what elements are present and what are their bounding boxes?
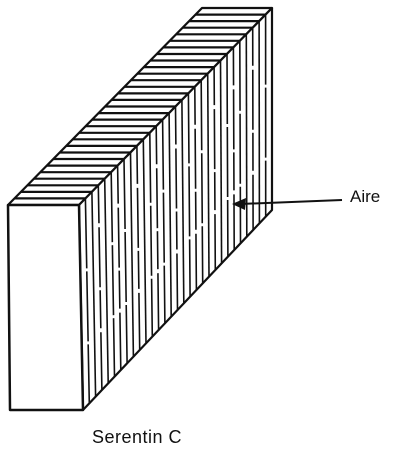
side-stripe xyxy=(103,178,109,384)
side-stripe xyxy=(232,47,235,251)
side-stripe xyxy=(187,93,191,297)
pointer-line xyxy=(239,199,343,205)
side-stripe xyxy=(168,113,172,317)
side-stripe xyxy=(239,40,242,244)
side-stripe xyxy=(97,185,103,391)
side-stripe xyxy=(84,198,91,404)
side-stripe xyxy=(136,145,141,351)
figure-caption: Serentin C xyxy=(92,427,183,447)
side-stripe xyxy=(174,106,179,311)
side-stripe xyxy=(200,80,204,284)
block-front-face xyxy=(6,203,85,412)
top-face-stripes xyxy=(14,13,266,200)
side-stripe xyxy=(110,172,116,377)
side-stripe xyxy=(194,86,198,291)
side-stripe xyxy=(161,119,166,324)
side-stripe xyxy=(123,158,128,364)
side-stripe xyxy=(142,139,147,344)
side-stripe xyxy=(245,34,248,237)
side-stripe xyxy=(213,67,217,271)
aire-label: Aire xyxy=(350,187,381,206)
side-stripe xyxy=(181,99,185,304)
side-stripe xyxy=(226,53,229,257)
pointer-arrowhead xyxy=(232,198,246,210)
side-stripe xyxy=(149,132,154,337)
side-stripe xyxy=(219,60,223,264)
side-stripe xyxy=(91,191,97,397)
side-stripe xyxy=(155,126,160,331)
side-stripe xyxy=(129,152,135,357)
side-face-stripes xyxy=(84,14,267,404)
side-stripe xyxy=(116,165,122,371)
side-stripe xyxy=(206,73,210,277)
